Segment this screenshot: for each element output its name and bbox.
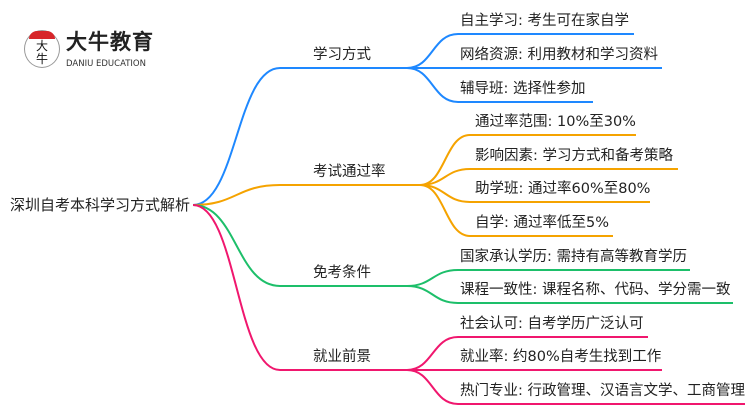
leaf-connector bbox=[406, 336, 648, 371]
branch-connector bbox=[192, 184, 420, 206]
leaf-node[interactable]: 热门专业: 行政管理、汉语言文学、工商管理 bbox=[460, 383, 745, 399]
leaf-node[interactable]: 辅导班: 选择性参加 bbox=[460, 81, 586, 97]
logo-name: 大牛教育 bbox=[66, 30, 154, 54]
leaf-node[interactable]: 通过率范围: 10%至30% bbox=[475, 114, 636, 130]
leaf-connector bbox=[419, 184, 650, 203]
leaf-connector bbox=[406, 33, 634, 69]
leaf-node[interactable]: 助学班: 通过率60%至80% bbox=[475, 181, 651, 197]
leaf-node[interactable]: 国家承认学历: 需持有高等教育学历 bbox=[460, 249, 687, 265]
logo-glyph: 大牛 bbox=[36, 39, 49, 66]
leaf-connector bbox=[406, 369, 745, 405]
leaf-connector bbox=[406, 269, 690, 287]
branch-connector bbox=[192, 204, 407, 371]
leaf-node[interactable]: 就业率: 约80%自考生找到工作 bbox=[460, 349, 662, 365]
logo-mark: 大牛 bbox=[24, 30, 60, 68]
leaf-node[interactable]: 自主学习: 考生可在家自学 bbox=[460, 13, 629, 29]
leaf-connector bbox=[419, 168, 678, 186]
leaf-node[interactable]: 社会认可: 自考学历广泛认可 bbox=[460, 316, 644, 332]
logo-subtitle: DANIU EDUCATION bbox=[66, 59, 146, 69]
branch-node[interactable]: 免考条件 bbox=[313, 265, 371, 281]
branch-connector bbox=[192, 204, 407, 287]
logo-red-band bbox=[29, 31, 55, 39]
branch-node[interactable]: 就业前景 bbox=[313, 349, 371, 365]
leaf-connector bbox=[406, 285, 733, 304]
leaf-connector bbox=[419, 134, 636, 186]
leaf-node[interactable]: 课程一致性: 课程名称、代码、学分需一致 bbox=[460, 282, 731, 298]
branch-connector bbox=[192, 67, 407, 206]
leaf-node[interactable]: 网络资源: 利用教材和学习资料 bbox=[460, 47, 658, 63]
leaf-node[interactable]: 影响因素: 学习方式和备考策略 bbox=[475, 148, 673, 164]
leaf-connector bbox=[419, 184, 613, 237]
leaf-connector bbox=[406, 67, 593, 103]
branch-node[interactable]: 学习方式 bbox=[313, 47, 371, 63]
leaf-node[interactable]: 自学: 通过率低至5% bbox=[475, 215, 609, 231]
branch-node[interactable]: 考试通过率 bbox=[313, 164, 386, 180]
logo: 大牛 大牛教育 DANIU EDUCATION bbox=[22, 28, 192, 74]
root-node[interactable]: 深圳自考本科学习方式解析 bbox=[10, 196, 191, 214]
